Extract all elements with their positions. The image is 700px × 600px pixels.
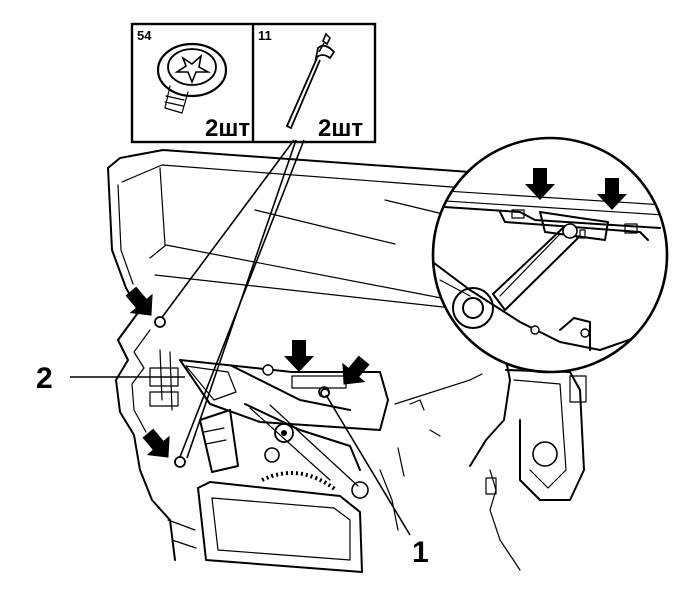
parts-box: 54 2шт 11 2шт	[130, 22, 377, 144]
arrow-down-icon	[525, 168, 555, 200]
arrow-down-right-icon	[142, 428, 170, 458]
rivet-icon	[285, 32, 336, 130]
fastening-points	[154, 316, 330, 468]
callout-1: 1	[325, 394, 429, 569]
leader-lines	[159, 139, 305, 463]
part-qty-54: 2шт	[205, 115, 250, 142]
part-code-11: 11	[258, 28, 272, 43]
callout-label-1: 1	[412, 536, 429, 569]
arrow-down-left-icon	[342, 355, 370, 385]
arrow-down-right-icon	[125, 286, 153, 316]
callout-label-2: 2	[36, 362, 53, 395]
arrow-icons	[125, 168, 627, 458]
screw-with-washer-icon	[156, 42, 228, 114]
part-qty-11: 2шт	[318, 115, 363, 142]
arrow-down-icon	[284, 340, 314, 372]
callout-2: 2	[36, 362, 185, 395]
arrow-down-icon	[597, 178, 627, 210]
door-inner-panel	[107, 149, 587, 573]
part-code-54: 54	[137, 28, 152, 43]
detail-inset-circle	[431, 136, 669, 374]
